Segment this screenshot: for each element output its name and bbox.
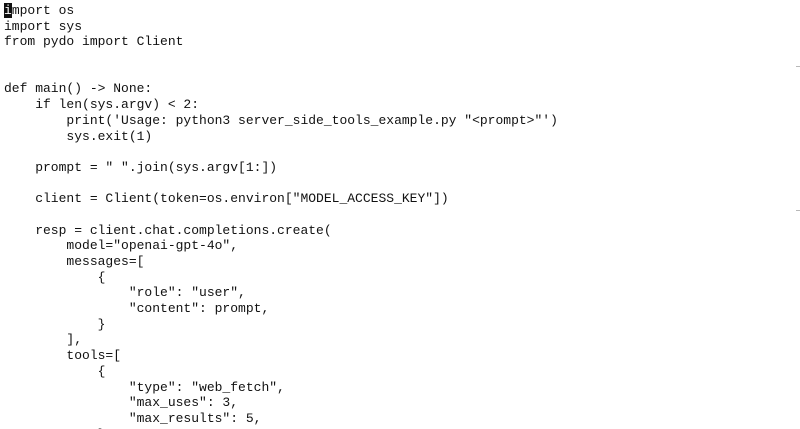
code-line-4 xyxy=(4,50,558,66)
code-line-25: "type": "web_fetch", xyxy=(4,379,285,395)
code-line-3: from pydo import Client xyxy=(4,34,184,50)
code-line-26: "max_uses": 3, xyxy=(4,395,239,411)
code-line-1: import os xyxy=(4,3,558,19)
code-line-27: "max_results": 5, xyxy=(4,410,262,426)
code-line-22: ], xyxy=(4,332,83,348)
code-line-19: "role": "user", xyxy=(4,285,246,301)
code-line-6: def main() -> None: xyxy=(4,81,153,97)
code-line-14 xyxy=(4,207,558,223)
code-line-11: prompt = " ".join(sys.argv[1:]) xyxy=(4,159,278,175)
code-line-7: if len(sys.argv) < 2: xyxy=(4,97,200,113)
code-line-10 xyxy=(4,144,558,160)
scroll-marker xyxy=(796,66,800,67)
code-line-24: { xyxy=(4,363,106,379)
code-line-18: { xyxy=(4,269,106,285)
code-line-5 xyxy=(4,66,558,82)
code-line-17: messages=[ xyxy=(4,254,145,269)
code-line-8: print('Usage: python3 server_side_tools_… xyxy=(4,112,558,128)
code-line-2: import sys xyxy=(4,18,83,34)
code-line-23: tools=[ xyxy=(4,348,122,364)
code-line-20: "content": prompt, xyxy=(4,301,270,317)
code-line-21: } xyxy=(4,316,106,332)
code-line-15: resp = client.chat.completions.create( xyxy=(4,222,332,238)
code-line-13: client = Client(token=os.environ["MODEL_… xyxy=(4,191,449,207)
scroll-marker xyxy=(796,210,800,211)
code-line-28: } xyxy=(4,427,558,429)
code-line-12 xyxy=(4,176,558,192)
code-line-16: model="openai-gpt-4o", xyxy=(4,238,239,254)
code-line-9: sys.exit(1) xyxy=(4,128,153,144)
code-line-1-text: mport os xyxy=(11,3,75,18)
text-cursor: i xyxy=(4,3,12,18)
